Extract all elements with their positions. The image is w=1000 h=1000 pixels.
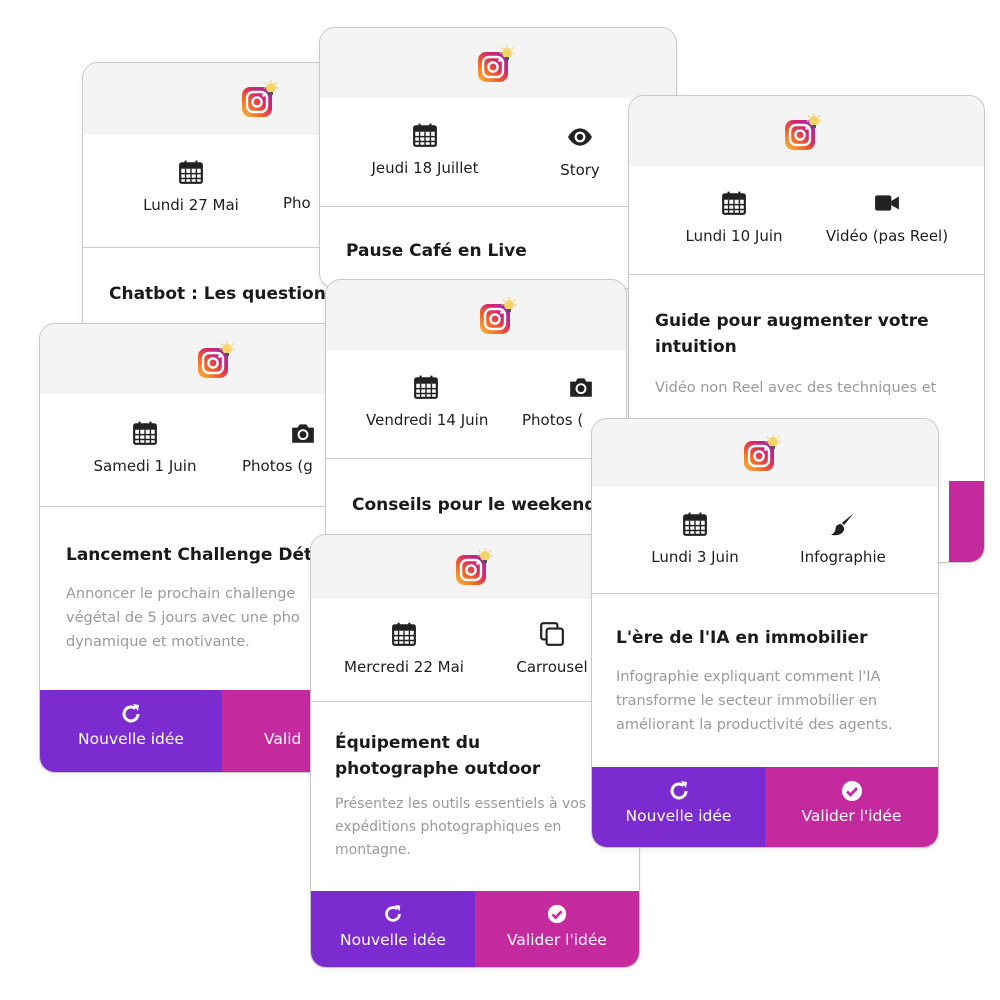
date-label: Mercredi 22 Mai	[344, 658, 464, 676]
new-idea-label: Nouvelle idée	[340, 931, 446, 949]
new-idea-button[interactable]: Nouvelle idée	[311, 891, 475, 967]
card-header	[629, 96, 984, 166]
card-header	[326, 280, 626, 350]
date-label: Jeudi 18 Juillet	[371, 159, 479, 177]
calendar-icon	[630, 511, 760, 539]
idea-title: Conseils pour le weekend	[352, 495, 597, 515]
idea-description: Présentez les outils essentiels à vos ex…	[335, 796, 587, 858]
date-meta: Lundi 10 Juin	[669, 190, 799, 245]
idea-card: Samedi 1 Juin Photos (g Lancement Challe…	[39, 323, 341, 773]
date-meta: Lundi 27 Mai	[131, 159, 251, 214]
refresh-icon	[311, 903, 475, 927]
date-label: Lundi 10 Juin	[685, 227, 783, 245]
validate-label: Valider l'idée	[801, 807, 902, 825]
instagram-idea-icon	[196, 340, 236, 380]
format-meta: Pho	[283, 193, 383, 212]
calendar-icon	[669, 190, 799, 218]
validate-button[interactable]	[949, 481, 984, 562]
idea-title: Équipement du photographe outdoor	[335, 733, 541, 779]
idea-title: Guide pour augmenter votre intuition	[655, 311, 929, 357]
new-idea-label: Nouvelle idée	[78, 730, 184, 748]
validate-button[interactable]: Valider l'idée	[765, 767, 938, 847]
card-meta: Jeudi 18 Juillet Story	[320, 98, 676, 207]
date-label: Vendredi 14 Juin	[366, 411, 489, 429]
instagram-idea-icon	[783, 112, 823, 152]
instagram-idea-icon	[478, 296, 518, 336]
brush-icon	[788, 511, 898, 539]
calendar-icon	[360, 122, 490, 150]
date-label: Lundi 3 Juin	[651, 548, 739, 566]
instagram-idea-icon	[742, 433, 782, 473]
calendar-icon	[366, 374, 486, 402]
card-header	[311, 535, 639, 599]
check-circle-icon	[765, 779, 938, 803]
date-meta: Samedi 1 Juin	[85, 420, 205, 475]
format-meta: Photos (g	[242, 420, 341, 475]
validate-label: Valid	[264, 730, 302, 748]
idea-description: Annoncer le prochain challenge végétal d…	[66, 586, 300, 650]
idea-title: L'ère de l'IA en immobilier	[616, 628, 868, 648]
idea-card: Jeudi 18 Juillet Story Pause Café en Liv…	[319, 27, 677, 289]
card-header	[320, 28, 676, 98]
format-label: Pho	[283, 194, 311, 212]
validate-button[interactable]: Valider l'idée	[475, 891, 639, 967]
idea-title: Pause Café en Live	[346, 241, 527, 261]
format-label: Vidéo (pas Reel)	[825, 227, 949, 245]
idea-description: Infographie expliquant comment l'IA tran…	[616, 669, 893, 733]
date-meta: Mercredi 22 Mai	[339, 621, 469, 676]
card-header	[592, 419, 938, 487]
format-label: Story	[560, 161, 600, 179]
new-idea-button[interactable]: Nouvelle idée	[592, 767, 765, 847]
format-meta: Vidéo (pas Reel)	[817, 190, 957, 245]
format-meta: Photos (	[522, 374, 622, 429]
card-meta: Mercredi 22 Mai Carrousel	[311, 599, 639, 702]
idea-card: Lundi 3 Juin Infographie L'ère de l'IA e…	[591, 418, 939, 848]
video-camera-icon	[817, 190, 957, 218]
refresh-icon	[40, 702, 222, 726]
card-meta: Samedi 1 Juin Photos (g	[40, 394, 340, 507]
idea-card: Vendredi 14 Juin Photos ( Conseils pour …	[325, 279, 627, 561]
format-meta: Carrousel	[507, 621, 597, 676]
card-meta: Lundi 27 Mai Pho	[83, 135, 383, 248]
card-header	[40, 324, 340, 394]
instagram-idea-icon	[240, 79, 280, 119]
card-meta: Lundi 3 Juin Infographie	[592, 487, 938, 594]
date-label: Samedi 1 Juin	[93, 457, 197, 475]
validate-label: Valider l'idée	[507, 931, 607, 949]
eye-icon	[540, 124, 620, 152]
format-label: Carrousel	[516, 658, 588, 676]
card-meta: Vendredi 14 Juin Photos (	[326, 350, 626, 459]
instagram-idea-icon	[454, 547, 494, 587]
date-meta: Vendredi 14 Juin	[366, 374, 489, 429]
format-meta: Story	[540, 124, 620, 179]
carousel-icon	[507, 621, 597, 649]
date-meta: Lundi 3 Juin	[630, 511, 760, 566]
camera-icon	[568, 374, 622, 402]
idea-title: Chatbot : Les questions	[109, 284, 336, 304]
calendar-icon	[339, 621, 469, 649]
format-label: Photos (	[522, 411, 584, 429]
check-circle-icon	[475, 903, 639, 927]
format-label: Photos (g	[242, 457, 313, 475]
calendar-icon	[131, 159, 251, 187]
new-idea-button[interactable]: Nouvelle idée	[40, 690, 222, 772]
new-idea-label: Nouvelle idée	[625, 807, 732, 825]
format-meta: Infographie	[788, 511, 898, 566]
format-label: Infographie	[800, 548, 886, 566]
card-meta: Lundi 10 Juin Vidéo (pas Reel)	[629, 166, 984, 275]
idea-description: Vidéo non Reel avec des techniques et	[655, 380, 937, 396]
refresh-icon	[592, 779, 765, 803]
idea-title: Lancement Challenge Déto	[66, 545, 324, 565]
idea-card: Mercredi 22 Mai Carrousel Équipement du …	[310, 534, 640, 968]
instagram-idea-icon	[476, 44, 516, 84]
date-meta: Jeudi 18 Juillet	[360, 122, 490, 177]
calendar-icon	[85, 420, 205, 448]
date-label: Lundi 27 Mai	[143, 196, 239, 214]
